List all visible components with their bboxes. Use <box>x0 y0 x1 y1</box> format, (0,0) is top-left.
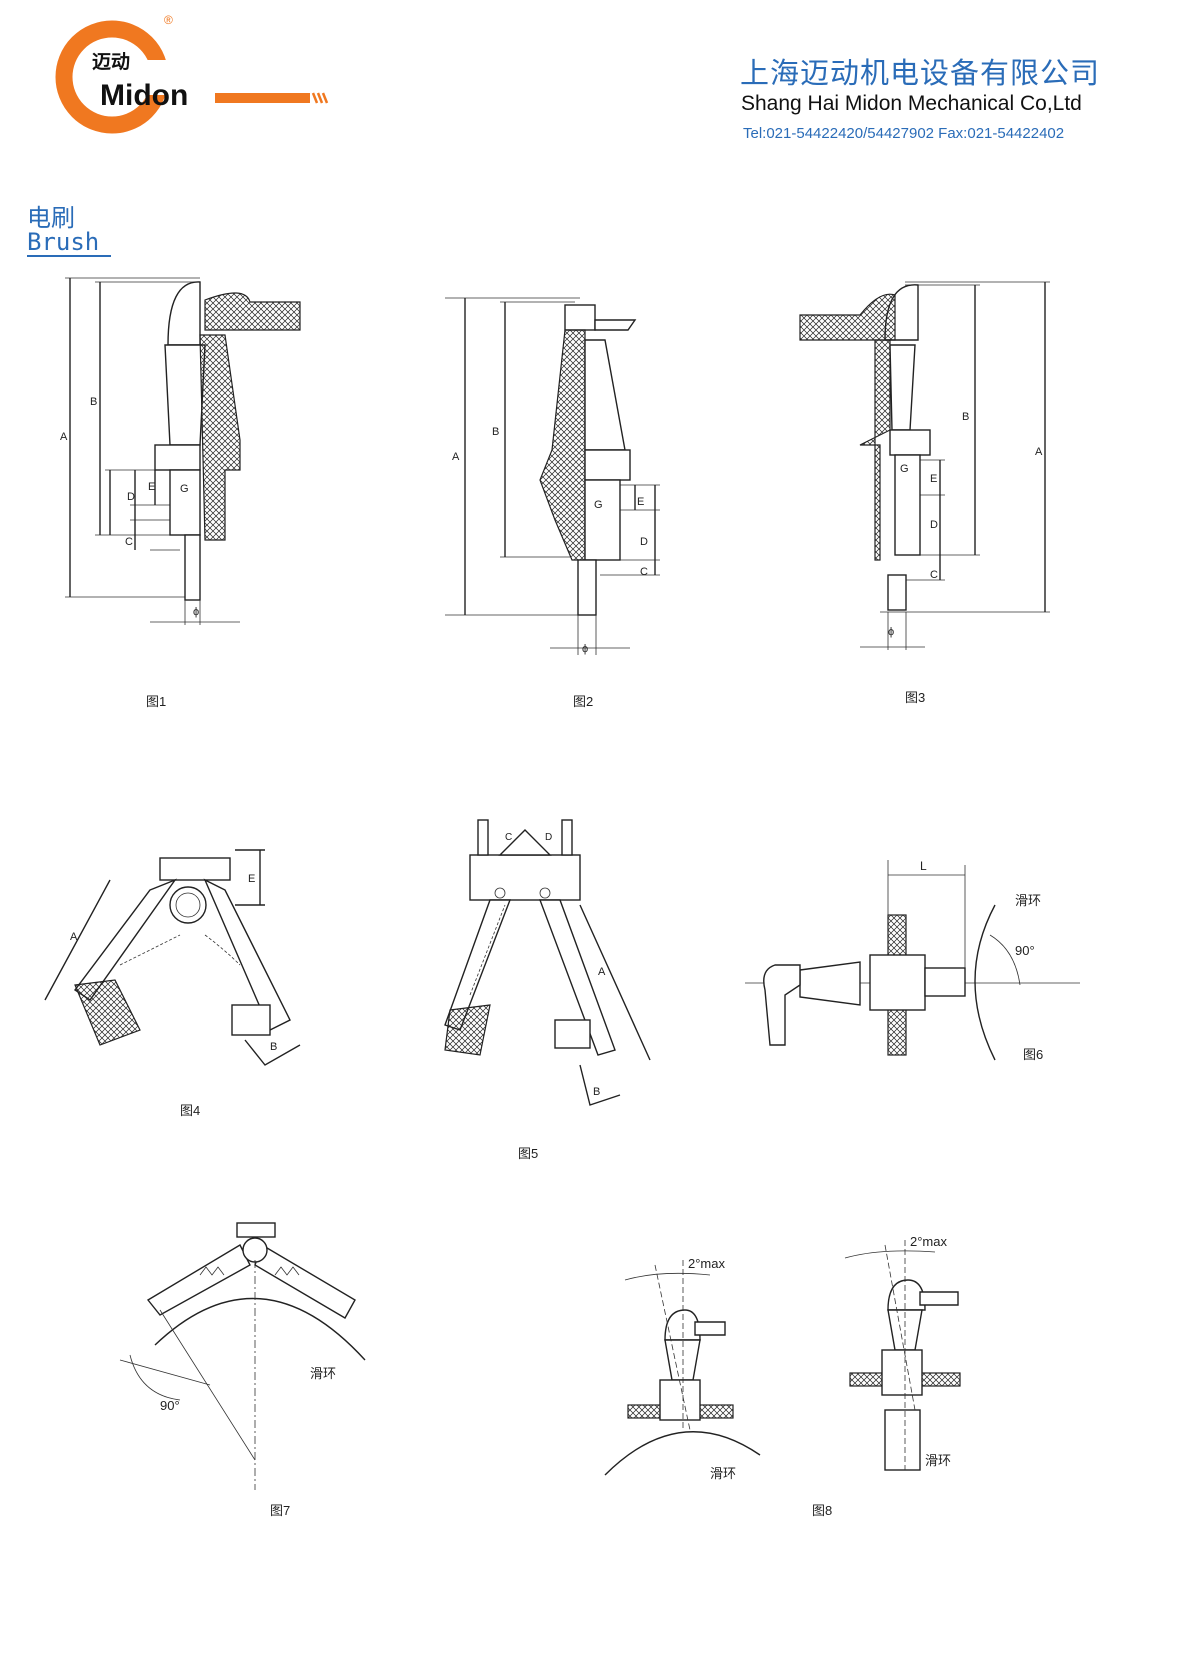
svg-text:A: A <box>452 451 460 463</box>
figure-3-caption: 图3 <box>905 690 925 705</box>
svg-text:ϕ: ϕ <box>888 626 894 638</box>
figure-8-drawing: 2°max 滑环 2°max 滑环 <box>604 1234 961 1481</box>
svg-text:D: D <box>640 536 648 548</box>
company-name-en: Shang Hai Midon Mechanical Co,Ltd <box>741 92 1082 115</box>
svg-text:®: ® <box>164 13 173 27</box>
svg-text:ϕ: ϕ <box>193 606 199 618</box>
svg-text:滑环: 滑环 <box>710 1466 736 1481</box>
svg-text:A: A <box>60 431 68 443</box>
figure-7-drawing: 90° 滑环 <box>119 1222 366 1490</box>
figure-5-caption: 图5 <box>518 1146 538 1161</box>
svg-text:90°: 90° <box>160 1398 180 1413</box>
svg-text:C: C <box>930 569 938 581</box>
svg-text:L: L <box>920 859 927 873</box>
svg-text:C: C <box>640 566 648 578</box>
svg-text:C: C <box>505 832 512 843</box>
figure-4-caption: 图4 <box>180 1103 200 1118</box>
figure-5-drawing: A B C D <box>444 819 651 1106</box>
company-logo: 迈动 Midon ® <box>55 13 329 134</box>
svg-text:C: C <box>125 536 133 548</box>
svg-text:B: B <box>270 1041 277 1053</box>
svg-text:B: B <box>962 411 969 423</box>
svg-text:D: D <box>545 832 552 843</box>
svg-text:迈动: 迈动 <box>92 51 130 73</box>
svg-text:滑环: 滑环 <box>310 1366 336 1381</box>
svg-text:D: D <box>127 491 135 503</box>
figure-3-label-g: G <box>900 463 909 475</box>
svg-text:2°max: 2°max <box>688 1256 725 1271</box>
contact-info: Tel:021-54422420/54427902 Fax:021-544224… <box>743 125 1065 142</box>
figure-6-caption: 图6 <box>1023 1047 1043 1062</box>
svg-text:2°max: 2°max <box>910 1234 947 1249</box>
figure-1-drawing: A B C D E G ϕ <box>60 277 301 625</box>
figure-2-drawing: A B C D E G ϕ <box>445 297 660 655</box>
section-title-en: Brush <box>27 229 112 257</box>
figure-2-caption: 图2 <box>573 694 593 709</box>
section-title-cn: 电刷 <box>27 205 75 232</box>
figure-4-drawing: A B E <box>44 849 301 1066</box>
svg-text:滑环: 滑环 <box>925 1453 951 1468</box>
svg-text:A: A <box>1035 446 1043 458</box>
svg-text:E: E <box>930 473 937 485</box>
svg-text:B: B <box>90 396 97 408</box>
svg-text:B: B <box>593 1086 600 1098</box>
svg-text:ϕ: ϕ <box>582 643 588 655</box>
svg-text:B: B <box>492 426 499 438</box>
svg-text:A: A <box>598 966 606 978</box>
svg-text:Midon: Midon <box>100 79 188 112</box>
svg-text:E: E <box>148 481 155 493</box>
svg-text:E: E <box>248 873 255 885</box>
svg-text:90°: 90° <box>1015 943 1035 958</box>
svg-text:D: D <box>930 519 938 531</box>
svg-text:滑环: 滑环 <box>1015 893 1041 908</box>
company-name-cn: 上海迈动机电设备有限公司 <box>740 58 1101 90</box>
figure-6-drawing: L 滑环 90° <box>745 859 1080 1061</box>
figure-8-caption: 图8 <box>812 1503 832 1518</box>
svg-text:E: E <box>637 496 644 508</box>
figure-2-label-g: G <box>594 499 603 511</box>
figure-1-label-g: G <box>180 483 189 495</box>
figure-7-caption: 图7 <box>270 1503 290 1518</box>
figure-3-drawing: A B C D E G ϕ <box>799 281 1050 650</box>
figure-1-caption: 图1 <box>146 694 166 709</box>
svg-text:A: A <box>70 931 78 943</box>
